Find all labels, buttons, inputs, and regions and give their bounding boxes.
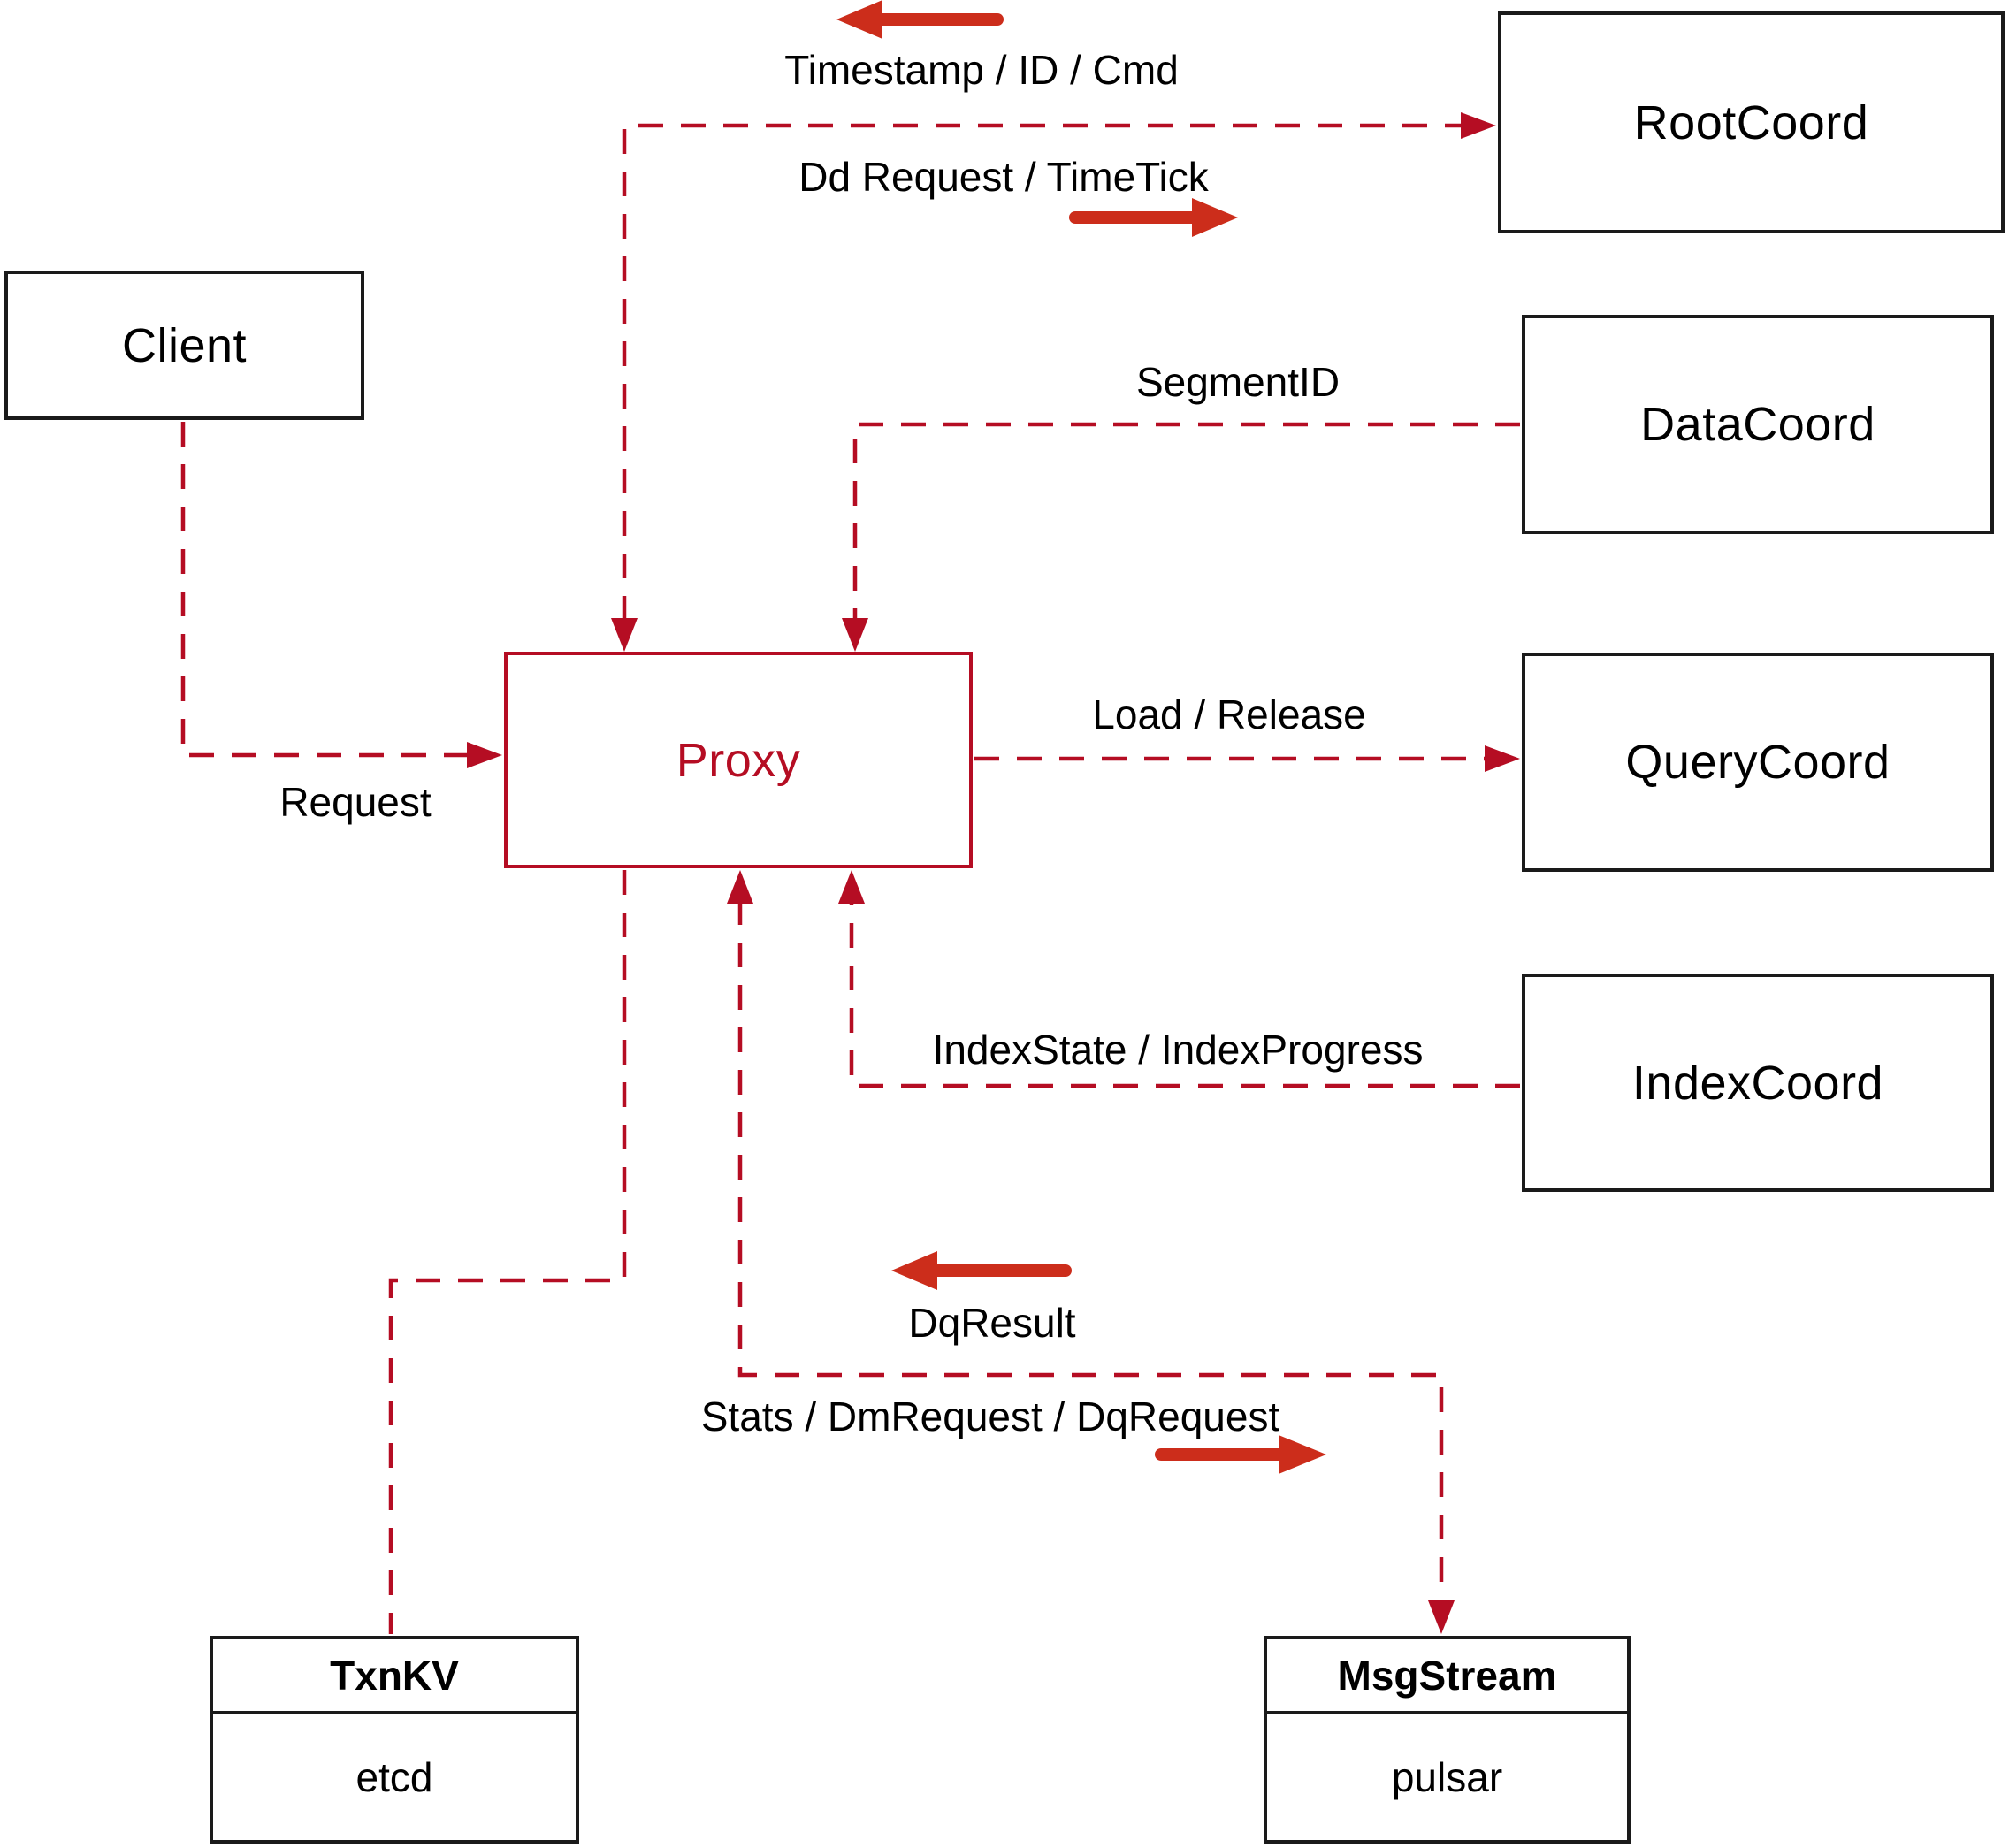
edge-label-timestamp-id-cmd: Timestamp / ID / Cmd — [784, 47, 1179, 93]
arrowhead-into-rootcoord — [1461, 112, 1496, 139]
edge-proxy-msgstream — [737, 900, 1444, 1600]
arrowhead-into-querycoord — [1485, 745, 1520, 772]
node-msgstream: MsgStream pulsar — [1264, 1636, 1631, 1844]
direction-arrow-right-ddrequest — [1069, 198, 1238, 237]
edge-datacoord-proxy — [852, 422, 1520, 621]
node-msgstream-impl: pulsar — [1391, 1754, 1503, 1800]
edge-proxy-txnkv — [388, 870, 627, 1634]
node-indexcoord: IndexCoord — [1522, 974, 1994, 1192]
edge-label-stats-dm-dq: Stats / DmRequest / DqRequest — [700, 1394, 1280, 1439]
edge-label-index-state: IndexState / IndexProgress — [932, 1027, 1424, 1073]
edge-label-request: Request — [279, 779, 432, 825]
direction-arrow-right-stats — [1155, 1435, 1326, 1474]
node-datacoord: DataCoord — [1522, 315, 1994, 534]
direction-arrow-left-timestamp — [836, 0, 1004, 39]
edge-label-dq-result: DqResult — [908, 1300, 1076, 1346]
arrowhead-into-msgstream — [1428, 1600, 1455, 1634]
node-client: Client — [4, 271, 364, 420]
node-txnkv-impl: etcd — [355, 1754, 433, 1800]
arrowhead-into-proxy-left — [467, 742, 502, 768]
arrowhead-into-proxy-top-left — [611, 618, 638, 652]
node-indexcoord-label: IndexCoord — [1631, 1056, 1884, 1110]
node-rootcoord: RootCoord — [1498, 11, 2005, 233]
node-datacoord-label: DataCoord — [1640, 398, 1875, 451]
arrowhead-into-proxy-bottom-mid — [727, 870, 753, 904]
direction-arrow-left-dqresult — [891, 1251, 1072, 1290]
node-txnkv-title: TxnKV — [213, 1639, 576, 1714]
edge-indexcoord-proxy — [849, 900, 1520, 1088]
node-proxy-label: Proxy — [676, 733, 801, 787]
node-msgstream-title: MsgStream — [1267, 1639, 1627, 1714]
arrowhead-into-proxy-bottom-right — [838, 870, 865, 904]
edge-label-dd-request-timetick: Dd Request / TimeTick — [798, 154, 1209, 200]
node-querycoord-label: QueryCoord — [1625, 736, 1891, 789]
arrowhead-into-proxy-top-right — [842, 618, 868, 652]
node-rootcoord-label: RootCoord — [1633, 95, 1869, 149]
node-querycoord: QueryCoord — [1522, 653, 1994, 872]
node-proxy: Proxy — [504, 652, 973, 868]
edge-client-proxy — [180, 422, 467, 758]
node-client-label: Client — [121, 318, 248, 372]
edge-label-load-release: Load / Release — [1092, 691, 1366, 737]
node-txnkv: TxnKV etcd — [210, 1636, 579, 1844]
edge-label-segment-id: SegmentID — [1135, 359, 1341, 405]
